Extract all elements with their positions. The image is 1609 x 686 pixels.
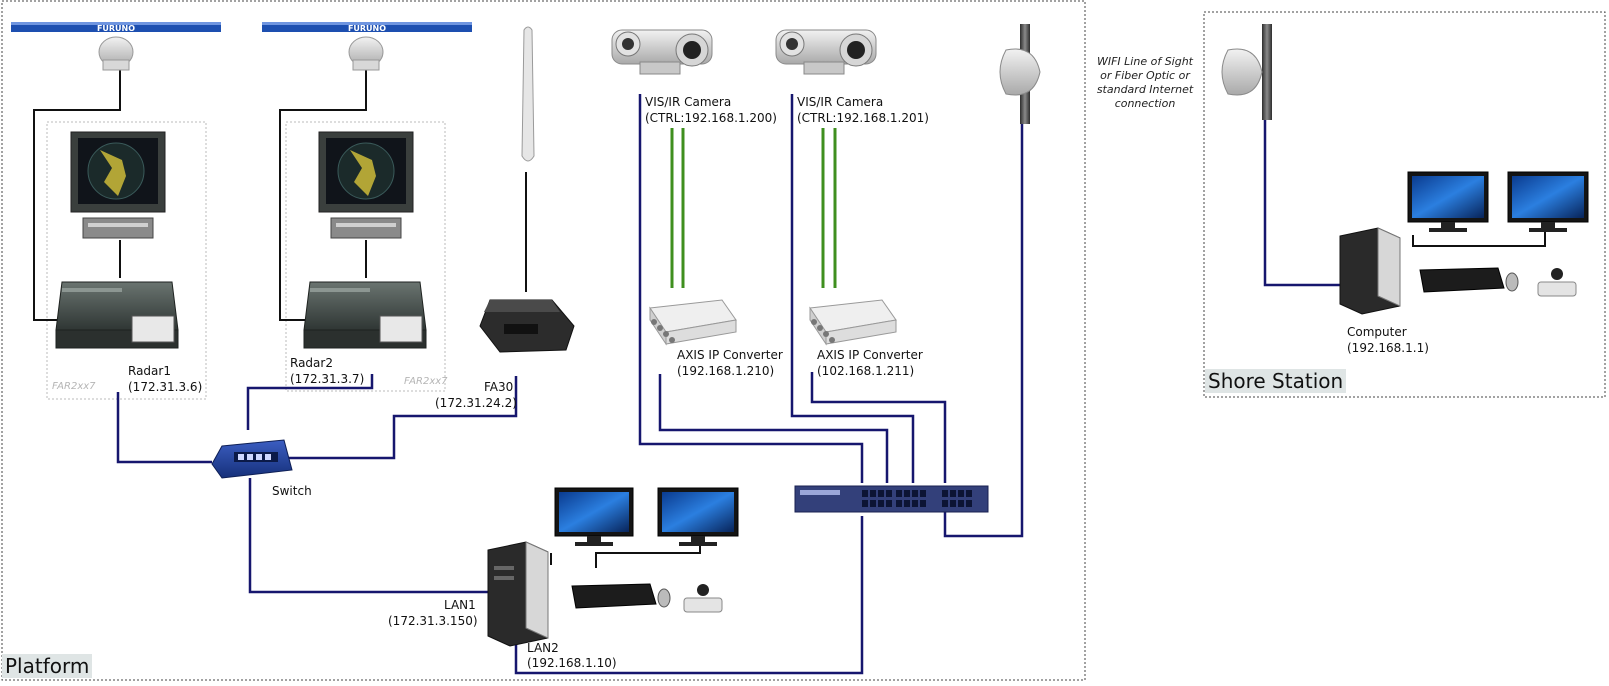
switch-name-label: Switch [272, 484, 312, 498]
converter2-icon [809, 299, 897, 346]
converter1-name-label: AXIS IP Converter [677, 348, 783, 362]
radar1-display-icon [70, 131, 166, 239]
radar2-group-boundary [285, 121, 446, 392]
lan2-name-label: LAN2 [527, 641, 559, 655]
camera1-name-label: VIS/IR Camera [645, 95, 732, 109]
link-note-line-3: standard Internet [1096, 83, 1194, 96]
link-note: WIFI Line of Sight or Fiber Optic or sta… [1086, 55, 1204, 111]
radar2-processor-icon [303, 281, 427, 349]
converter1-ip-label: (192.168.1.210) [677, 364, 775, 378]
radar2-ip-label: (172.31.3.7) [290, 372, 365, 386]
link-note-line-1: WIFI Line of Sight [1096, 55, 1193, 68]
camera1-icon [611, 29, 713, 75]
fa30-ip-label: (172.31.24.2) [435, 396, 517, 410]
radar1-model-label: FAR2xx7 [52, 381, 96, 392]
switch-icon [211, 439, 293, 479]
platform-boundary [1, 0, 1086, 681]
camera2-icon [775, 29, 877, 75]
lan1-name-label: LAN1 [444, 598, 476, 612]
radar1-antenna-icon: FURUNO [11, 22, 221, 71]
video-cables [670, 128, 837, 288]
link-note-line-4: connection [1114, 97, 1176, 110]
link-note-line-2: or Fiber Optic or [1100, 69, 1190, 82]
radar1-name-label: Radar1 [128, 364, 171, 378]
converter2-name-label: AXIS IP Converter [817, 348, 923, 362]
camera2-ctrl-label: (CTRL:192.168.1.201) [797, 111, 929, 125]
converter1-icon [649, 299, 737, 346]
platform-wifi-antenna-icon [999, 24, 1041, 124]
network-cables [116, 94, 1340, 675]
shore-wifi-antenna-icon [1221, 24, 1272, 120]
fa30-name-label: FA30 [484, 380, 514, 394]
rack-switch-icon [794, 485, 989, 513]
radar1-ip-label: (172.31.3.6) [128, 380, 203, 394]
radar1-processor-icon [55, 281, 179, 349]
device-cables [33, 70, 1546, 568]
shore-computer-ip-label: (192.168.1.1) [1347, 341, 1429, 355]
radar1-antenna-brand: FURUNO [97, 24, 135, 33]
radar1-group-boundary [46, 121, 207, 400]
shore-computer-name-label: Computer [1347, 325, 1407, 339]
radar2-model-label: FAR2xx7 [404, 376, 448, 387]
radar2-display-icon [318, 131, 414, 239]
camera2-name-label: VIS/IR Camera [797, 95, 884, 109]
shore-station-region-label: Shore Station [1205, 369, 1347, 393]
platform-workstation-icon [487, 487, 739, 647]
fa30-antenna-icon [521, 26, 535, 162]
radar2-antenna-brand: FURUNO [348, 24, 386, 33]
camera1-ctrl-label: (CTRL:192.168.1.200) [645, 111, 777, 125]
radar2-name-label: Radar2 [290, 356, 333, 370]
shore-station-boundary [1203, 11, 1606, 398]
converter2-ip-label: (102.168.1.211) [817, 364, 915, 378]
platform-region-label: Platform [2, 654, 93, 678]
fa30-receiver-icon [479, 299, 575, 353]
radar2-antenna-icon: FURUNO [262, 22, 472, 71]
lan2-ip-label: (192.168.1.10) [527, 656, 617, 670]
lan1-ip-label: (172.31.3.150) [388, 614, 478, 628]
shore-workstation-icon [1339, 171, 1589, 315]
